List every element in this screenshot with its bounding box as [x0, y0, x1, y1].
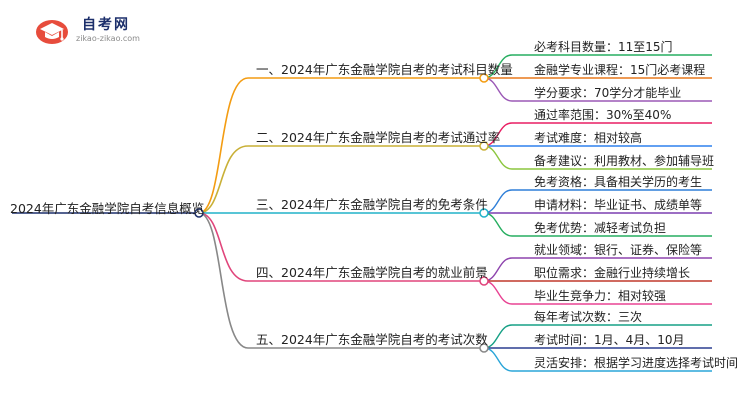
branch-connector	[198, 212, 484, 349]
branch-label: 二、2024年广东金融学院自考的考试通过率	[256, 130, 501, 145]
leaf-label: 灵活安排：根据学习进度选择考试时间	[534, 356, 739, 370]
leaf-label: 备考建议：利用教材、参加辅导班	[534, 154, 715, 168]
branch-node-dot[interactable]	[479, 73, 489, 83]
branch-connector	[198, 77, 484, 214]
leaf-label: 免考资格：具备相关学历的考生	[534, 175, 703, 189]
branch-label: 四、2024年广东金融学院自考的就业前景	[256, 265, 488, 280]
leaf-label: 金融学专业课程：15门必考课程	[534, 63, 706, 77]
leaf-label: 毕业生竞争力：相对较强	[534, 289, 667, 303]
branch-node-dot[interactable]	[479, 276, 489, 286]
leaf-label: 必考科目数量：11至15门	[534, 40, 673, 54]
leaf-label: 免考优势：减轻考试负担	[534, 221, 667, 235]
root-node-dot[interactable]	[194, 208, 204, 218]
leaf-label: 学分要求：70学分才能毕业	[534, 86, 682, 100]
branch-node-dot[interactable]	[479, 208, 489, 218]
site-title: 自考网	[82, 17, 130, 33]
leaf-label: 就业领域：银行、证券、保险等	[534, 243, 703, 257]
leaf-label: 每年考试次数：三次	[534, 310, 643, 324]
root-node-label: 2024年广东金融学院自考信息概览	[10, 201, 205, 216]
site-domain: zikao-zikao.com	[76, 34, 140, 43]
site-logo[interactable]: 自考网 zikao-zikao.com	[34, 12, 164, 52]
leaf-label: 申请材料：毕业证书、成绩单等	[534, 198, 703, 212]
branch-node-dot[interactable]	[479, 343, 489, 353]
leaf-label: 职位需求：金融行业持续增长	[534, 266, 691, 280]
branch-connector	[198, 212, 484, 282]
branch-node-dot[interactable]	[479, 141, 489, 151]
leaf-label: 考试时间：1月、4月、10月	[534, 333, 685, 347]
branch-connector	[198, 145, 484, 214]
branch-label: 五、2024年广东金融学院自考的考试次数	[256, 332, 488, 347]
leaf-label: 通过率范围：30%至40%	[534, 108, 672, 122]
branch-label: 一、2024年广东金融学院自考的考试科目数量	[256, 62, 513, 77]
leaf-label: 考试难度：相对较高	[534, 131, 643, 145]
branch-label: 三、2024年广东金融学院自考的免考条件	[256, 197, 488, 212]
graduation-cap-icon	[36, 20, 68, 44]
